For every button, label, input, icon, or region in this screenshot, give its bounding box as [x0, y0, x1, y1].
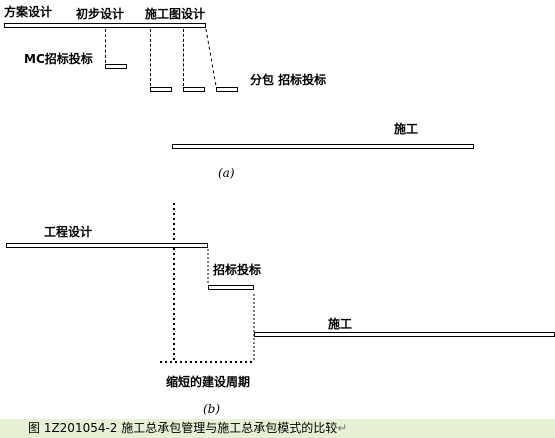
shortened-period-label: 缩短的建设周期 — [166, 375, 251, 389]
bidding-label-b: 招标投标 — [213, 263, 262, 277]
phase-label-preliminary-design: 初步设计 — [76, 7, 125, 21]
sub-bidding-label: 分包 招标投标 — [250, 73, 327, 87]
return-mark: ↵ — [337, 421, 348, 435]
design-bar-b — [6, 243, 208, 248]
phase-label-scheme-design: 方案设计 — [4, 5, 53, 19]
sub-bidding-bar-1 — [150, 87, 172, 92]
phase-label-construction-drawing-design: 施工图设计 — [145, 7, 206, 21]
construction-bar-a — [172, 144, 474, 149]
sub-bidding-dash-1 — [150, 29, 151, 86]
figure-caption: 图 1Z201054-2 施工总承包管理与施工总承包模式的比较↵ — [0, 419, 555, 438]
mc-bidding-label: MC招标投标 — [24, 52, 93, 66]
panel-label-b: (b) — [203, 402, 221, 416]
mc-bidding-dash — [105, 29, 106, 63]
sub-bidding-dash-2 — [183, 29, 184, 86]
panel-label-a: (a) — [218, 166, 235, 180]
construction-label-b: 施工 — [328, 317, 353, 331]
caption-text: 图 1Z201054-2 施工总承包管理与施工总承包模式的比较 — [28, 421, 338, 435]
construction-bar-b — [254, 332, 555, 337]
construction-label-a: 施工 — [394, 122, 419, 136]
sub-bidding-bar-3 — [216, 87, 238, 92]
bidding-bar-b — [208, 285, 254, 290]
mc-bidding-bar — [105, 64, 127, 69]
sub-bidding-bar-2 — [183, 87, 205, 92]
design-bar — [4, 23, 206, 28]
design-label-b: 工程设计 — [44, 225, 93, 239]
